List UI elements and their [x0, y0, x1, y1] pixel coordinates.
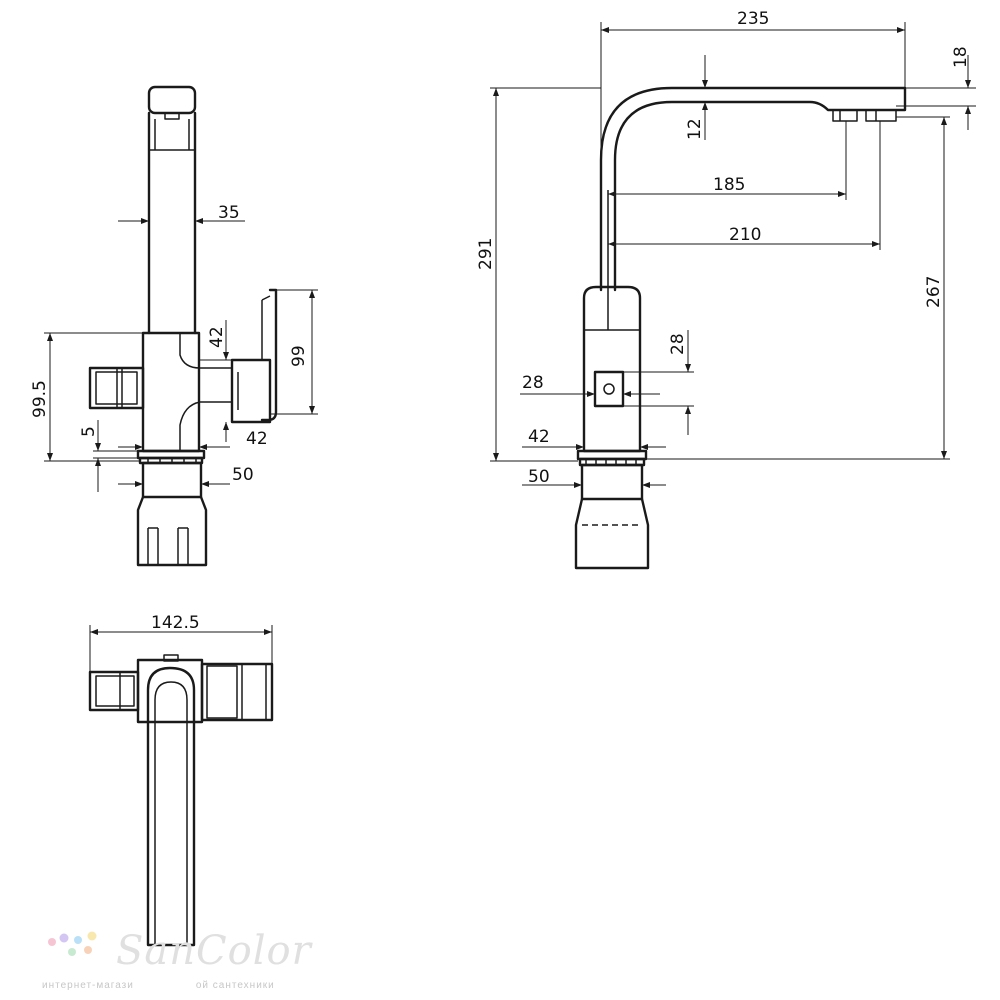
- dim-front-50: 50: [232, 465, 254, 485]
- dim-front-35: 35: [218, 203, 240, 223]
- watermark-subtitle-right: ой сантехники: [195, 980, 275, 991]
- top-view: 142.5: [88, 613, 274, 947]
- dim-side-50: 50: [528, 467, 550, 487]
- side-view-outline: [574, 86, 907, 570]
- dim-front-99-5: 99.5: [30, 380, 50, 418]
- front-view-outline: [88, 85, 278, 567]
- watermark-subtitle: интернет-магази ой сантехники: [42, 980, 275, 991]
- dim-front-5: 5: [79, 426, 99, 437]
- top-dimension-lines: [89, 625, 273, 672]
- front-view: 35 99.5 5 42 42 50 99: [30, 85, 318, 567]
- front-dimension-texts: 35 99.5 5 42 42 50 99: [30, 203, 309, 485]
- dim-front-42-body: 42: [246, 429, 268, 449]
- watermark-subtitle-left: интернет-магази: [42, 980, 134, 991]
- dim-side-291: 291: [476, 238, 496, 270]
- dim-side-210: 210: [729, 225, 761, 245]
- side-dimension-texts: 235 18 12 185 210 291 267 28 28 42 50: [476, 9, 971, 487]
- dim-side-185: 185: [713, 175, 745, 195]
- dim-side-12: 12: [685, 118, 705, 140]
- color-dots-icon: [48, 931, 97, 956]
- side-dimension-lines: [490, 22, 976, 488]
- dim-front-42-lever: 42: [207, 326, 227, 348]
- dim-side-28-horizontal: 28: [522, 373, 544, 393]
- side-view: 235 18 12 185 210 291 267 28 28 42 50: [476, 9, 976, 570]
- dim-front-99: 99: [289, 345, 309, 367]
- watermark-brand: SanColor: [116, 928, 312, 974]
- sancolor-watermark: SanColor интернет-магази ой сантехники: [42, 928, 311, 994]
- top-view-outline: [88, 654, 274, 947]
- dim-side-28-vertical: 28: [668, 333, 688, 355]
- dim-side-235: 235: [737, 9, 769, 29]
- dim-side-267: 267: [924, 276, 944, 308]
- dim-top-142-5: 142.5: [151, 613, 200, 633]
- dim-side-18: 18: [951, 46, 971, 68]
- front-dimension-lines: [44, 218, 318, 492]
- dim-side-42: 42: [528, 427, 550, 447]
